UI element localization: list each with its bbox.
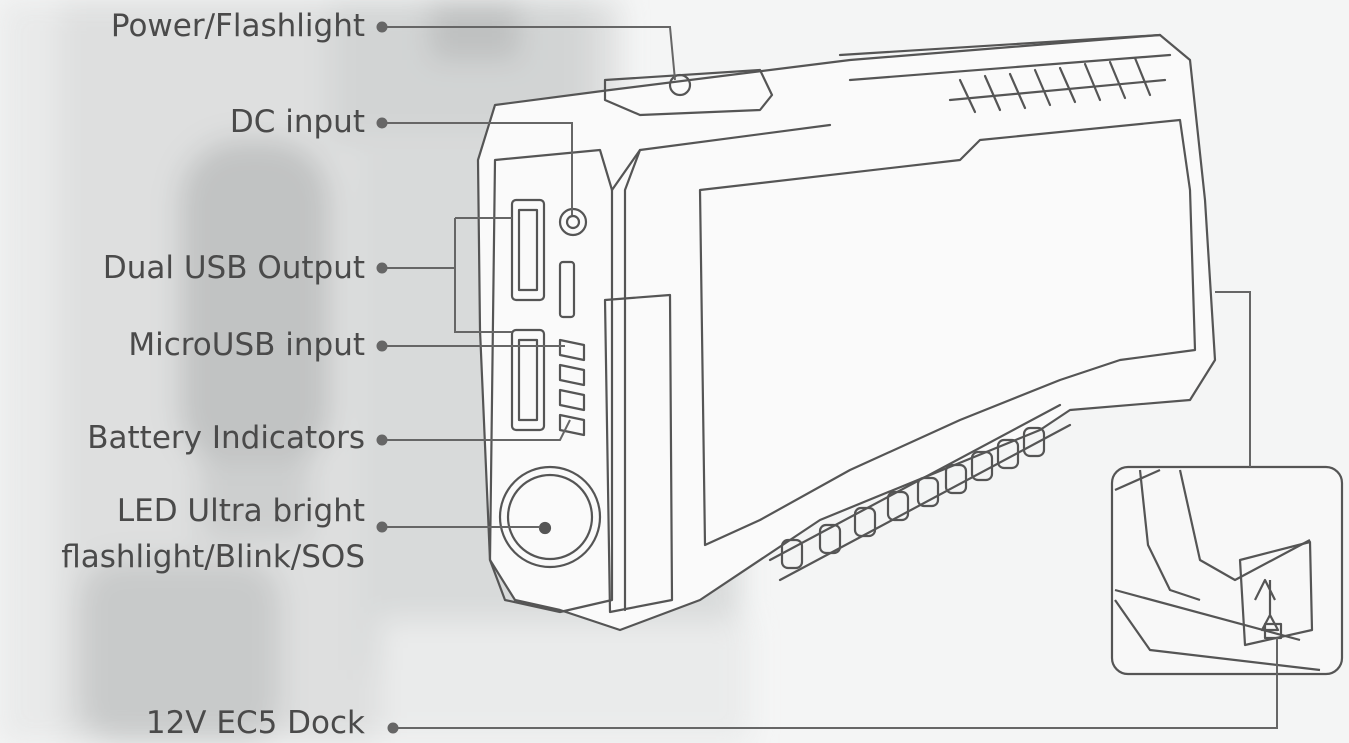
usb-port-1: [510, 198, 546, 302]
ec5-dock-inset: [1110, 465, 1344, 676]
side-panel-outline: [698, 118, 1197, 547]
usb-port-2: [510, 328, 546, 432]
battery-indicator-leds: [558, 338, 586, 437]
led-flashlight-lens: [498, 465, 602, 569]
front-face-outline: [488, 148, 614, 614]
label-power-flashlight: Power/Flashlight: [110, 8, 365, 44]
bottom-vents: [768, 403, 1072, 582]
label-microusb-input: MicroUSB input: [128, 327, 365, 363]
callout-lines: [376, 21, 1278, 734]
top-grip-ridges: [948, 56, 1167, 114]
label-led-flashlight-line1: LED Ultra bright: [116, 493, 365, 529]
label-battery-indicators: Battery Indicators: [87, 420, 365, 456]
device-body-outline: [476, 33, 1217, 632]
label-dc-input: DC input: [229, 104, 365, 140]
power-button-outline: [603, 68, 774, 117]
label-12v-ec5-dock: 12V EC5 Dock: [145, 705, 365, 741]
micro-usb-port: [558, 260, 576, 319]
label-led-flashlight-line2: flashlight/Blink/SOS: [61, 539, 365, 575]
label-dual-usb-output: Dual USB Output: [102, 250, 365, 286]
